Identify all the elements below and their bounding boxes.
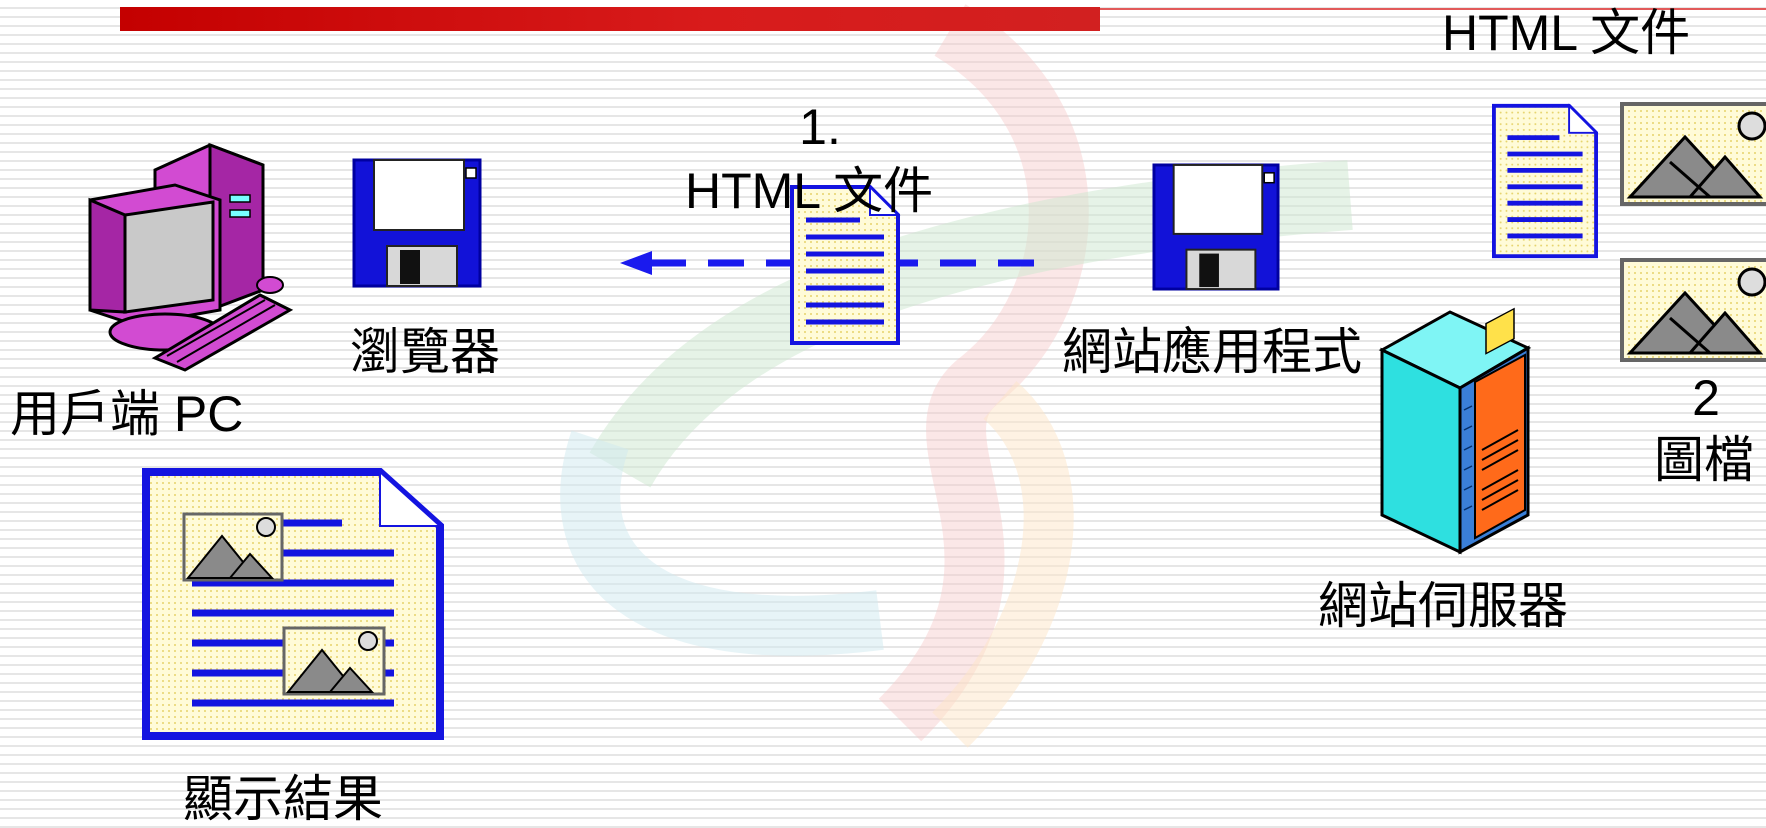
browser-label: 瀏覽器 bbox=[350, 324, 500, 380]
image-file-icon bbox=[1620, 258, 1766, 362]
arrow-document-label: HTML 文件 bbox=[685, 163, 934, 219]
computer-icon bbox=[88, 142, 294, 372]
header-bar bbox=[120, 7, 1100, 31]
web-server-label: 網站伺服器 bbox=[1318, 578, 1568, 634]
server-icon bbox=[1378, 307, 1532, 555]
client-pc-label: 用戶端 PC bbox=[10, 386, 244, 442]
image-count-label: 2 bbox=[1692, 370, 1720, 426]
web-app-label: 網站應用程式 bbox=[1062, 324, 1362, 380]
html-document-label: HTML 文件 bbox=[1442, 5, 1691, 61]
header-rule bbox=[1100, 8, 1766, 10]
image-files-label: 圖檔 bbox=[1654, 432, 1754, 488]
document-icon bbox=[790, 184, 901, 345]
floppy-disk-icon bbox=[352, 158, 482, 288]
display-result-label: 顯示結果 bbox=[183, 771, 383, 827]
image-file-icon bbox=[282, 626, 386, 696]
document-icon bbox=[142, 468, 444, 740]
image-file-icon bbox=[1620, 102, 1766, 206]
arrow-step-label: 1. bbox=[799, 99, 841, 155]
document-icon bbox=[1492, 103, 1599, 259]
floppy-disk-icon bbox=[1152, 163, 1280, 291]
image-file-icon bbox=[182, 512, 284, 582]
